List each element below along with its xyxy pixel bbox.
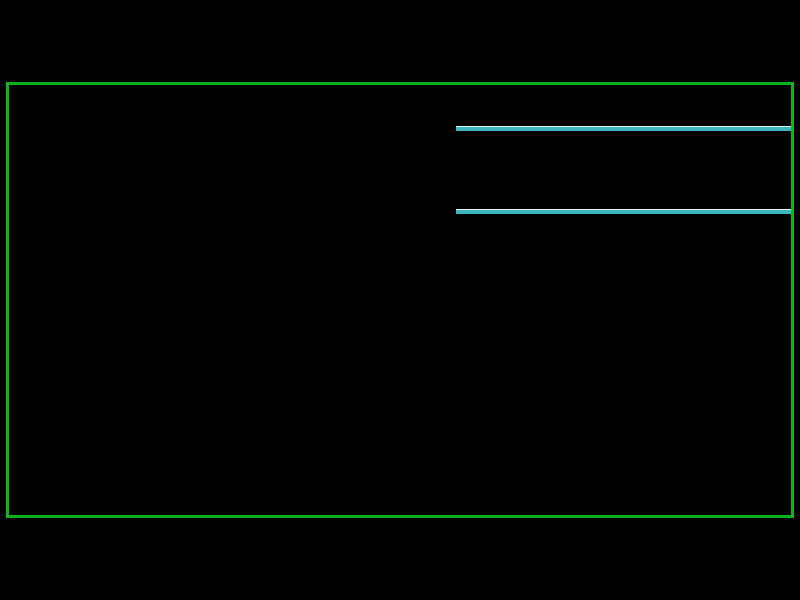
lower-teal-line — [456, 209, 791, 214]
upper-teal-line — [456, 126, 791, 131]
green-outline-frame — [6, 82, 794, 518]
